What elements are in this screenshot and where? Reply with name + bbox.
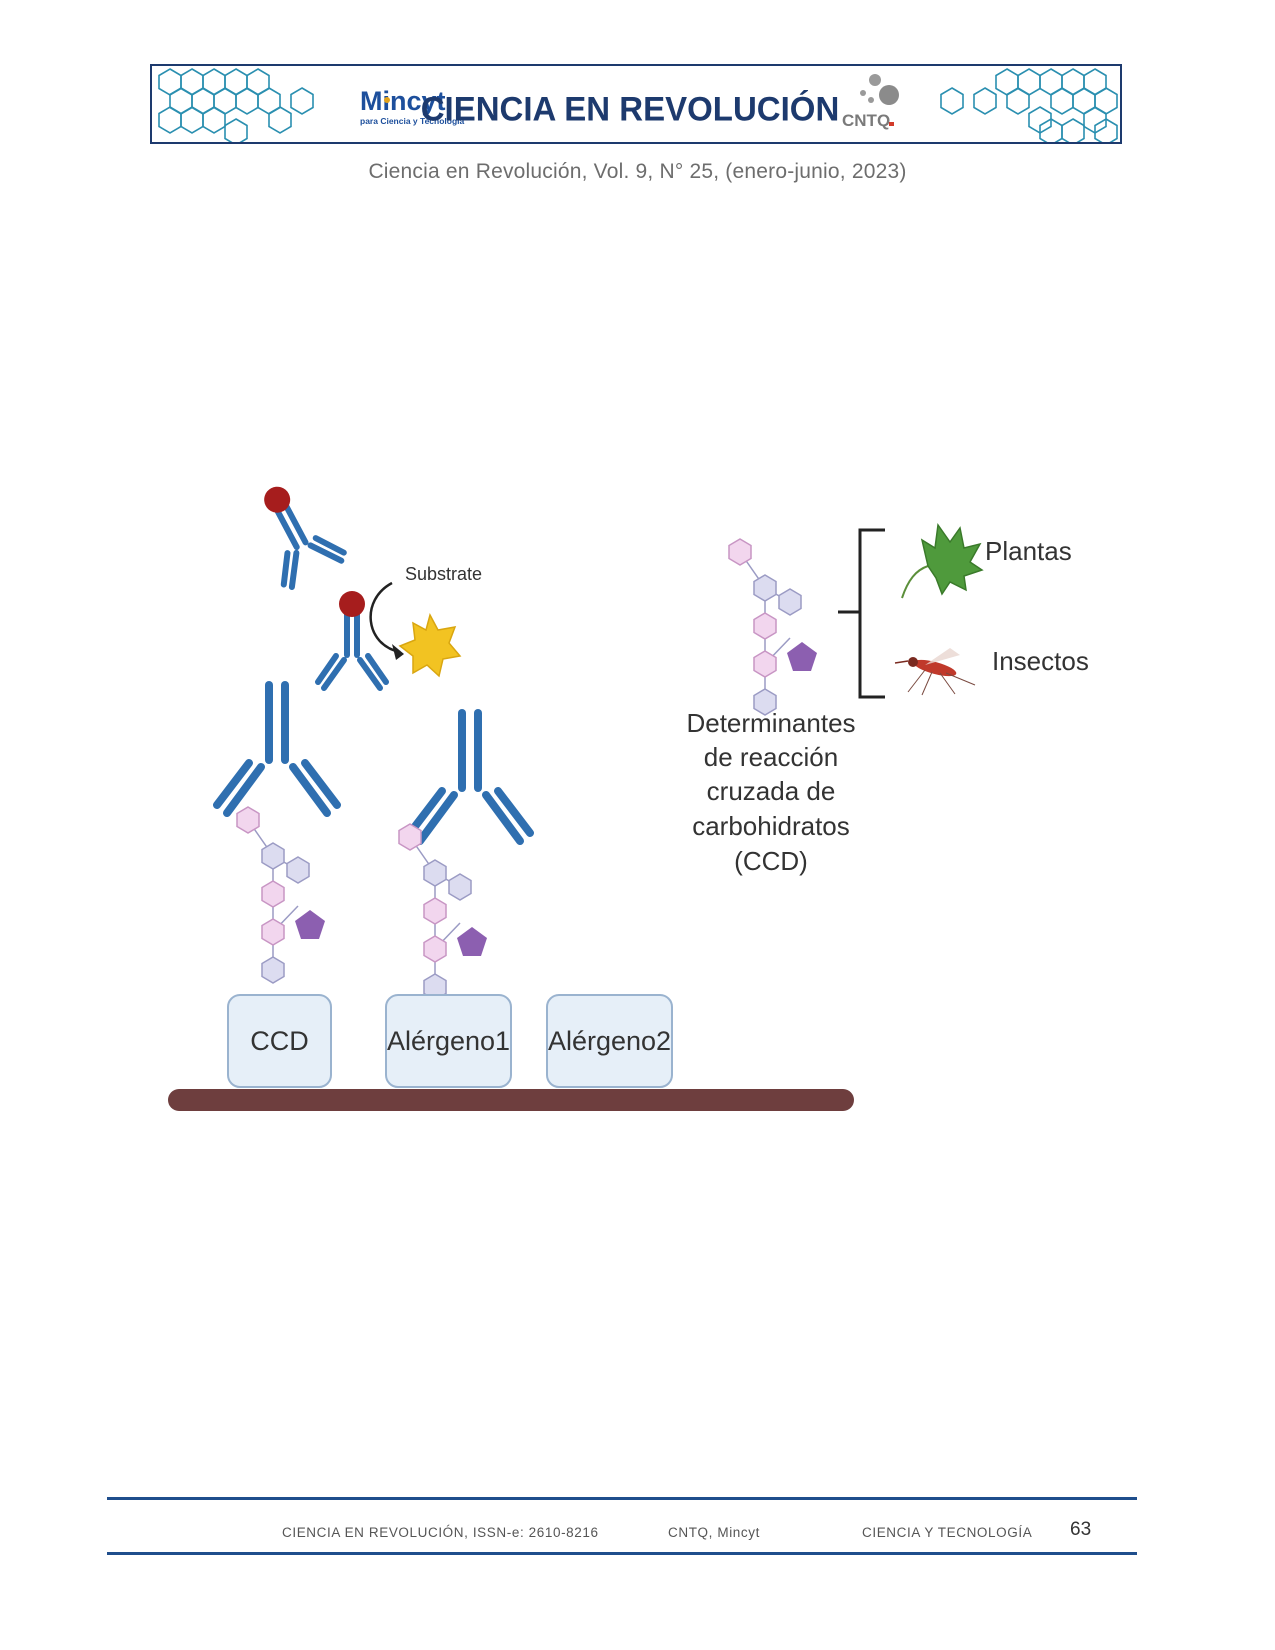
conjugated-antibody-free-icon xyxy=(241,472,347,590)
substrate-label: Substrate xyxy=(405,564,482,584)
svg-text:cruzada de: cruzada de xyxy=(707,776,836,806)
ccd-diagram: Substrate CCD Alérgeno1 Alérgeno2 Determ… xyxy=(160,470,1160,1190)
svg-text:de reacción: de reacción xyxy=(704,742,838,772)
ccd-caption: Determinantes de reacción cruzada de car… xyxy=(686,708,855,876)
solid-surface-bar xyxy=(168,1089,854,1111)
svg-text:(CCD): (CCD) xyxy=(734,846,808,876)
glycan-ccd-reference-icon xyxy=(729,539,817,715)
journal-banner: Mincyt para Ciencia y Tecnología CIENCIA… xyxy=(150,64,1122,144)
mincyt-logo-subtext: para Ciencia y Tecnología xyxy=(360,116,465,126)
ccd-diagram-svg: Substrate CCD Alérgeno1 Alérgeno2 Determ… xyxy=(168,470,1089,1111)
allergen2-box: Alérgeno2 xyxy=(546,994,673,1088)
journal-title: CIENCIA EN REVOLUCIÓN xyxy=(421,90,840,129)
svg-text:Determinantes: Determinantes xyxy=(686,708,855,738)
cntq-logo: CNTQ xyxy=(842,74,899,130)
plants-label: Plantas xyxy=(985,536,1072,566)
logo-star-icon xyxy=(384,97,390,103)
allergen1-box: Alérgeno1 xyxy=(385,994,512,1088)
mosquito-icon xyxy=(894,648,976,696)
allergen1-box-label: Alérgeno1 xyxy=(387,1026,510,1056)
glycan-ccd-icon xyxy=(237,807,325,983)
mincyt-logo: Mincyt para Ciencia y Tecnología xyxy=(360,86,465,126)
antibody-allergen1-icon xyxy=(410,713,530,841)
antibody-ccd-icon xyxy=(217,685,337,813)
source-bracket xyxy=(838,528,885,699)
hexagon-pattern-left-icon xyxy=(158,68,314,142)
insects-label: Insectos xyxy=(992,646,1089,676)
glycan-allergen1-icon xyxy=(399,824,487,1000)
svg-text:carbohidratos: carbohidratos xyxy=(692,811,850,841)
banner-graphic: Mincyt para Ciencia y Tecnología CIENCIA… xyxy=(158,68,1118,142)
footer-section: CIENCIA Y TECNOLOGÍA xyxy=(862,1525,1033,1540)
ccd-box-label: CCD xyxy=(250,1026,309,1056)
conjugated-antibody-bound-icon xyxy=(318,591,386,688)
ccd-box: CCD xyxy=(227,994,332,1088)
plant-leaf-icon xyxy=(901,522,984,599)
cntq-logo-text: CNTQ xyxy=(842,111,890,130)
footer-top-rule xyxy=(107,1497,1137,1500)
hexagon-pattern-right-icon xyxy=(940,68,1118,142)
mincyt-logo-text: Mincyt xyxy=(360,86,446,116)
allergen2-box-label: Alérgeno2 xyxy=(548,1026,671,1056)
substrate-arrow-icon xyxy=(369,581,401,654)
footer-bottom-rule xyxy=(107,1552,1137,1555)
molecule-icon xyxy=(869,74,881,86)
page-number: 63 xyxy=(1070,1519,1092,1540)
footer-journal-issn: CIENCIA EN REVOLUCIÓN, ISSN-e: 2610-8216 xyxy=(282,1525,599,1540)
footer-publisher: CNTQ, Mincyt xyxy=(668,1525,760,1540)
substrate-star-icon xyxy=(398,612,462,678)
issue-citation: Ciencia en Revolución, Vol. 9, N° 25, (e… xyxy=(368,160,907,183)
